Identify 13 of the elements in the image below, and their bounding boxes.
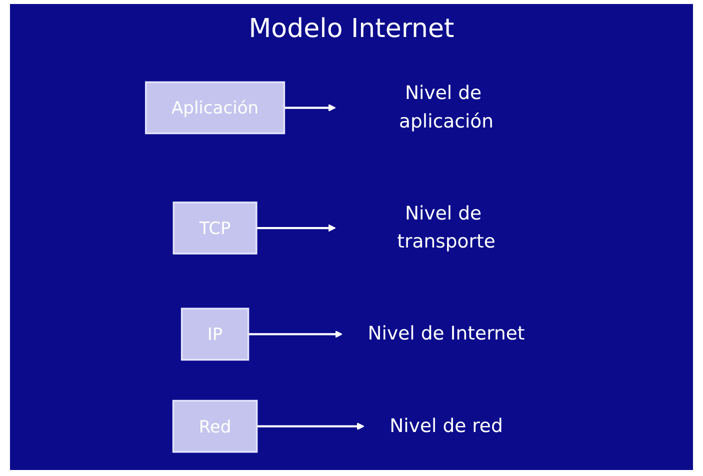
node-text: Nivel de Internet <box>368 324 525 345</box>
node-text: Nivel de red <box>390 416 503 437</box>
arrow <box>256 224 336 232</box>
node-box: IP <box>180 308 250 361</box>
arrow <box>256 422 364 430</box>
diagram-title: Modelo Internet <box>248 14 456 44</box>
node-text: Nivel de transporte <box>397 203 496 253</box>
node-box: Aplicación <box>145 81 286 134</box>
arrow <box>284 104 336 112</box>
node-text: Nivel de aplicación <box>398 83 494 132</box>
arrow <box>248 330 343 338</box>
node-box: Red <box>172 400 258 453</box>
node-box: TCP <box>172 202 258 254</box>
